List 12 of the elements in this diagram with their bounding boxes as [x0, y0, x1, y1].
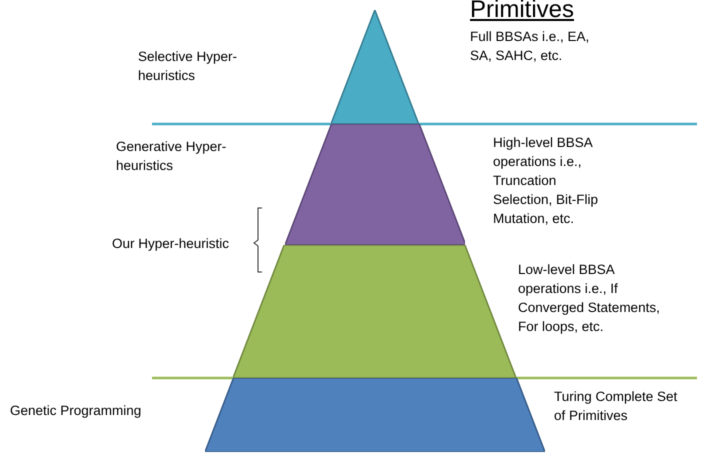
bracket-label: Our Hyper-heuristic — [112, 235, 230, 253]
level-description: High-level BBSA operations i.e., Truncation Selection, Bit-Flip Mutation, etc. — [493, 134, 600, 228]
level-label: Generative Hyper-heuristics — [116, 138, 228, 175]
level-label: Selective Hyper-heuristics — [138, 48, 238, 85]
pyramid-level — [233, 245, 517, 378]
level-description: Low-level BBSA operations i.e., If Converged Statements, For loops, etc. — [518, 261, 661, 336]
pyramid-level — [205, 378, 545, 452]
level-description: Full BBSAs i.e., EA, SA, SAHC, etc. — [470, 28, 590, 65]
pyramid-top — [331, 10, 419, 124]
level-description: Turing Complete Set of Primitives — [554, 388, 678, 425]
level-label: Genetic Programming — [10, 402, 142, 420]
pyramid-level — [284, 124, 466, 245]
